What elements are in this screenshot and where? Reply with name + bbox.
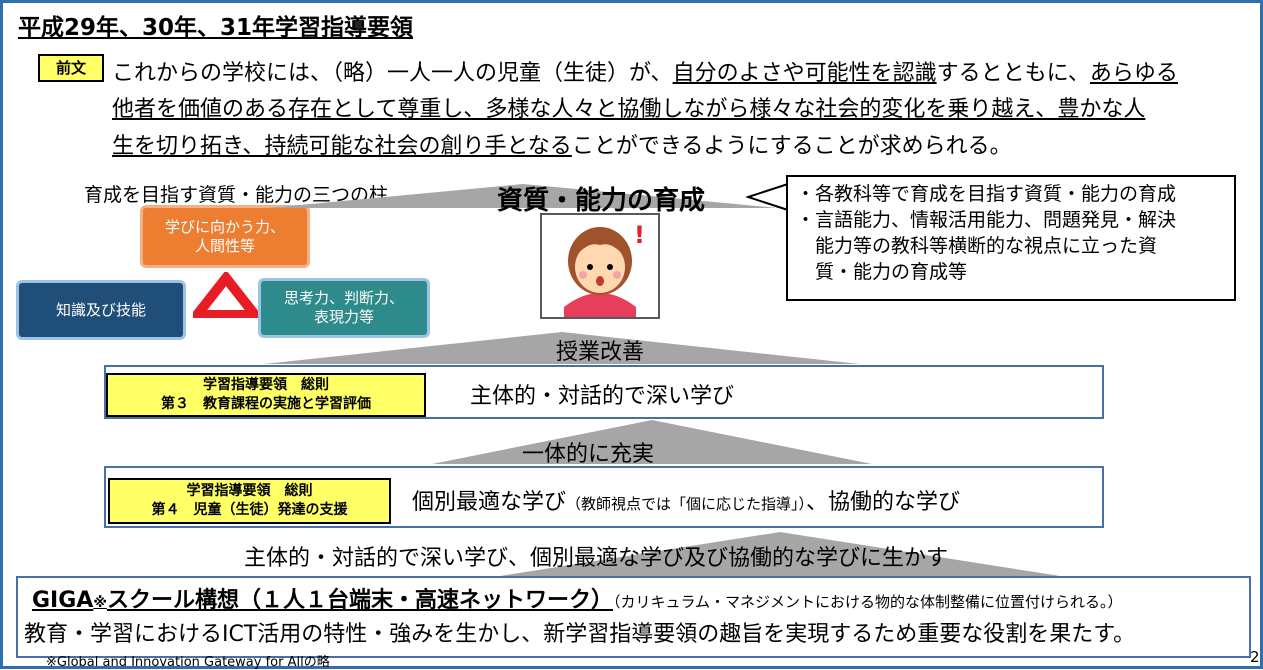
pillar-knowledge-skills: 知識及び技能 [16,280,186,340]
pillar-thinking: 思考力、判断力、 表現力等 [258,278,430,338]
giga-heading-b: スクール構想（１人１台端末・高速ネットワーク） [106,588,613,613]
section-3-tag: 学習指導要領 総則 第３ 教育課程の実施と学習評価 [106,373,426,417]
preamble-text: ことができるようにすることが求められる。 [571,134,1012,159]
section-3-text: 主体的・対話的で深い学び [470,384,735,409]
student-illustration: ! [540,213,660,319]
section-4-tag: 学習指導要領 総則 第４ 児童（生徒）発達の支援 [108,478,391,524]
student-face-icon: ! [564,221,645,317]
improvement-label: 授業改善 [556,340,645,365]
preamble-underlined: 自分のよさや可能性を認識 [672,61,937,86]
giga-heading-mark: ※ [93,595,107,611]
preamble-underlined: あらゆる [1089,61,1178,86]
preamble-tag: 前文 [38,54,104,82]
section-4-bar: 学習指導要領 総則 第４ 児童（生徒）発達の支援 個別最適な学び（教師視点では「… [104,466,1104,528]
integrated-label: 一体的に充実 [522,442,655,467]
section-3-bar: 学習指導要領 総則 第３ 教育課程の実施と学習評価 主体的・対話的で深い学び [104,365,1104,419]
preamble-underlined: 生を切り拓き、持続可能な社会の創り手となる [112,134,572,159]
section-4-text-b: （教師視点では「個に応じた指導」） [566,495,807,513]
pillar-learning-motivation: 学びに向かう力、 人間性等 [140,205,310,268]
svg-text:!: ! [634,221,645,249]
roof-growth-shape [268,184,778,208]
pillar-triangle-icon [193,272,259,318]
footnote: ※Global and Innovation Gateway for Allの略 [46,655,330,670]
leverage-label: 主体的・対話的で深い学び、個別最適な学び及び協働的な学びに生かす [244,546,949,571]
preamble-text: これからの学校には、（略）一人一人の児童（生徒）が、 [112,61,673,86]
roof-improvement-shape [264,332,860,364]
section-4-text: 個別最適な学び（教師視点では「個に応じた指導」）、協働的な学び [412,484,960,516]
section-4-text-a: 個別最適な学び [412,490,567,515]
giga-heading: GIGA※スクール構想（１人１台端末・高速ネットワーク）（カリキュラム・マネジメ… [32,582,1123,614]
preamble-text: するとともに、 [936,61,1090,86]
giga-box: GIGA※スクール構想（１人１台端末・高速ネットワーク）（カリキュラム・マネジメ… [16,576,1251,658]
roof-integrated-shape [432,420,872,464]
growth-callout-text: ・各教科等で育成を目指す資質・能力の育成 ・言語能力、情報活用能力、問題発見・解… [796,183,1177,283]
page-title: 平成29年、30年、31年学習指導要領 [18,15,414,41]
preamble-line-1: これからの学校には、（略）一人一人の児童（生徒）が、自分のよさや可能性を認識する… [112,60,1178,88]
preamble-line-3: 生を切り拓き、持続可能な社会の創り手となることができるようにすることが求められる… [112,133,1012,161]
pillars-title: 育成を目指す資質・能力の三つの柱 [84,184,389,206]
section-4-text-c: 、協働的な学び [806,490,961,515]
page-number: 2 [1250,648,1260,666]
giga-heading-note: （カリキュラム・マネジメントにおける物的な体制整備に位置付けられる。） [612,593,1123,611]
roof-leverage-shape [500,532,1060,576]
giga-heading-a: GIGA [32,588,94,613]
preamble-line-2: 他者を価値のある存在として尊重し、多様な人々と協働しながら様々な社会的変化を乗り… [112,97,1146,122]
giga-body: 教育・学習におけるICT活用の特性・強みを生かし、新学習指導要領の趣旨を実現する… [24,622,1136,647]
growth-title: 資質・能力の育成 [497,186,706,216]
growth-callout: ・各教科等で育成を目指す資質・能力の育成 ・言語能力、情報活用能力、問題発見・解… [786,175,1236,301]
callout-pointer [746,183,789,211]
